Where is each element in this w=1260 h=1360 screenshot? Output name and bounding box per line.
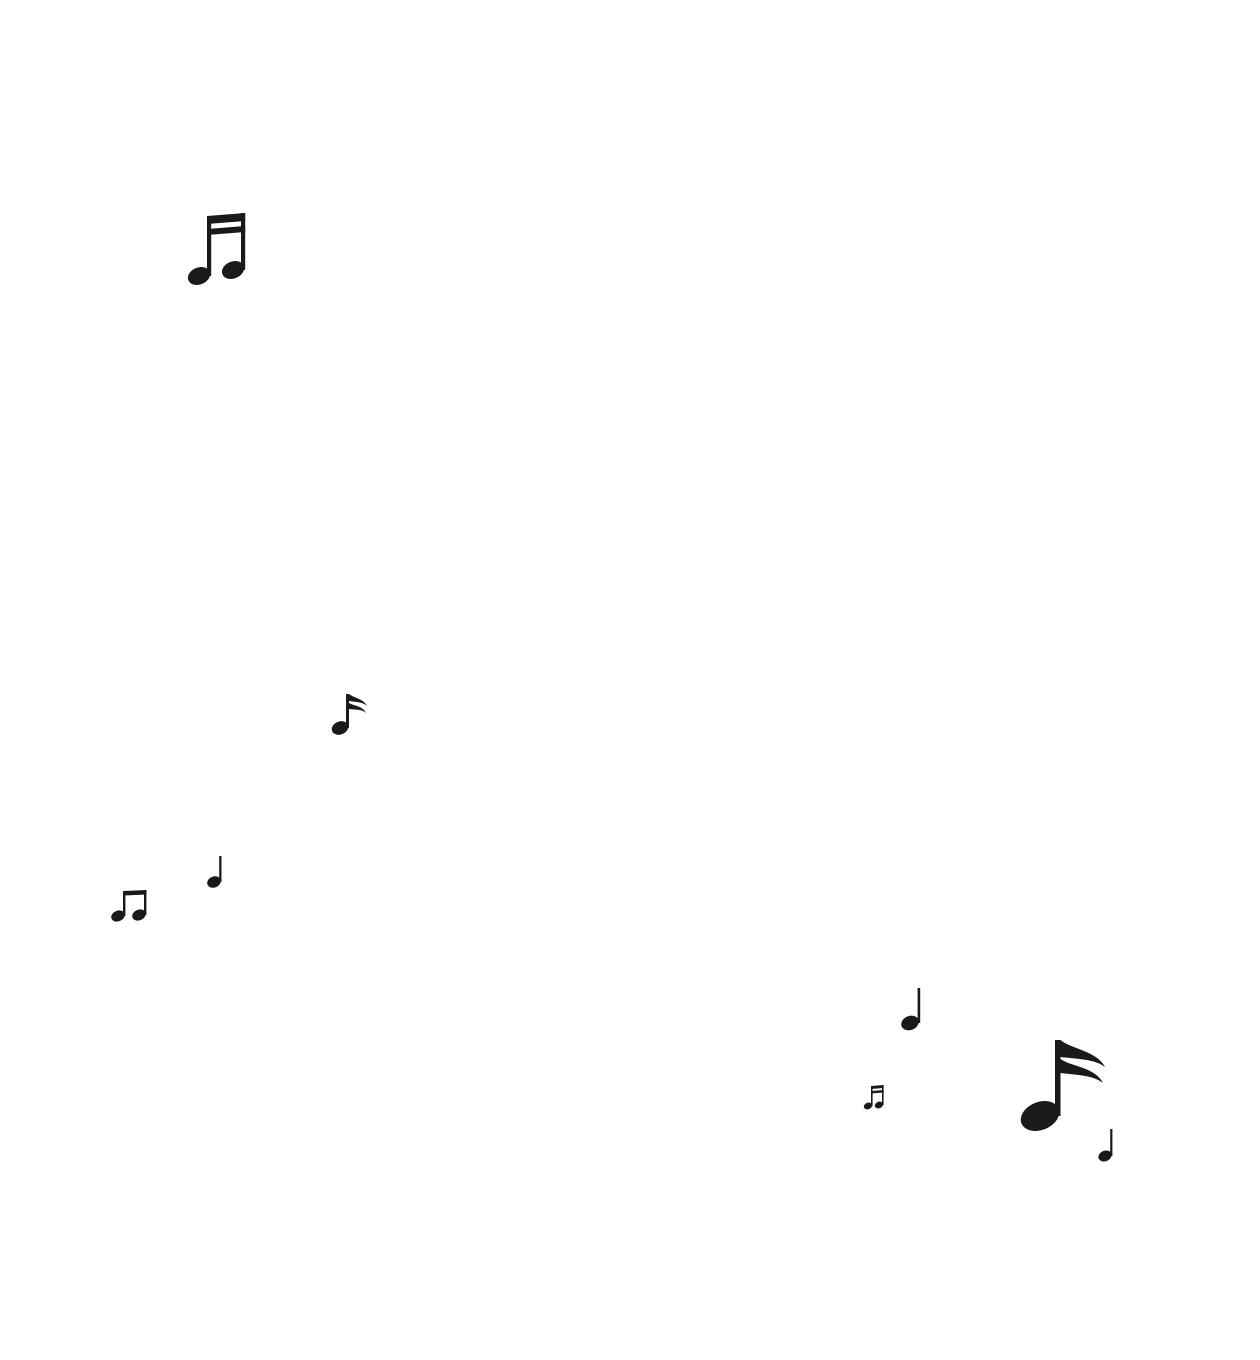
sixteenth-note-icon <box>1020 1040 1105 1131</box>
sixteenth-note-icon <box>331 694 367 735</box>
beamed-sixteenth-notes-icon <box>187 213 246 285</box>
quarter-note-icon <box>207 856 222 888</box>
quarter-note-icon <box>901 988 921 1031</box>
quarter-note-icon <box>1098 1129 1113 1162</box>
beamed-sixteenth-notes-icon <box>863 1085 884 1110</box>
beamed-eighth-notes-icon <box>111 890 147 922</box>
